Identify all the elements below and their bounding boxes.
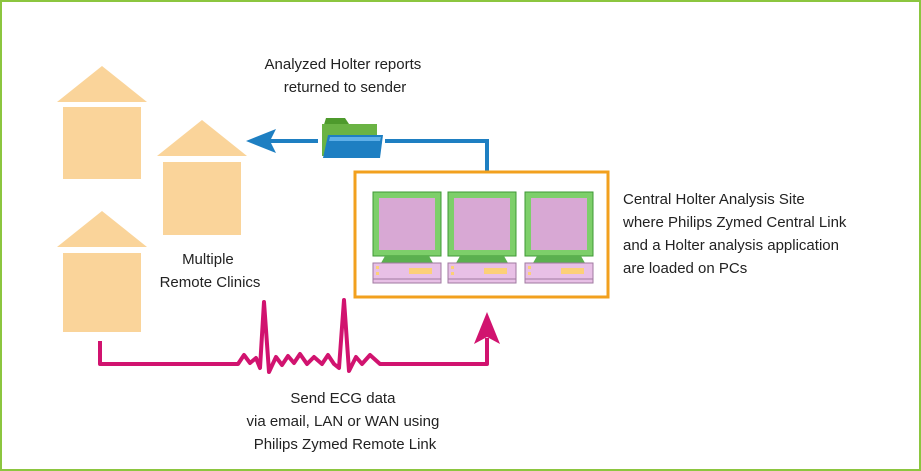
site-description: Central Holter Analysis Site where Phili… [622, 191, 851, 277]
house-icon [157, 120, 247, 235]
arrow-left-icon [246, 129, 276, 153]
ecg-data-link [98, 298, 500, 374]
report-return-path [246, 129, 489, 171]
reports-label: Analyzed Holter reports returned to send… [265, 56, 426, 96]
folder-icon [322, 118, 383, 158]
house-icon [57, 66, 147, 179]
send-data-label: Send ECG data via email, LAN or WAN usin… [246, 390, 443, 453]
house-icon [57, 211, 147, 332]
clinics-label: Multiple Remote Clinics [160, 251, 261, 291]
desktop-pc-icon [524, 191, 594, 284]
ecg-trace [98, 298, 489, 374]
arrow-up-icon [474, 312, 500, 344]
remote-clinics [57, 66, 247, 332]
desktop-pc-icon [372, 191, 442, 284]
return-line [385, 139, 489, 171]
desktop-pc-icon [447, 191, 517, 284]
central-pcs [372, 191, 594, 284]
